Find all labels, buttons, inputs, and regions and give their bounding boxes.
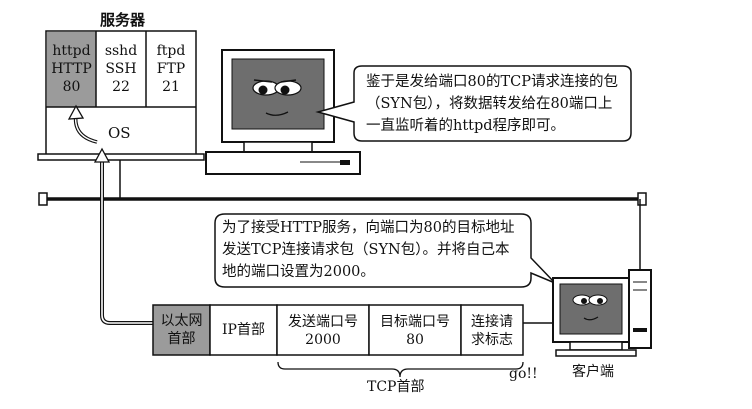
packet-dst-port-cell	[368, 304, 462, 356]
server-base	[37, 153, 205, 161]
httpd-cell-shade	[47, 32, 96, 107]
httpd-port: 80	[62, 79, 81, 95]
dst-port-name: 目标端口号	[380, 314, 450, 330]
client-bubble-line: 发送TCP连接请求包（SYN包）。并将自己本	[222, 242, 510, 258]
server-bubble-line: 一直监听着的httpd程序即可。	[366, 118, 566, 134]
server-box	[37, 30, 205, 199]
ftpd-port: 21	[162, 79, 180, 95]
packet	[152, 304, 524, 356]
client-bubble-line: 地的端口设置为2000。	[222, 264, 375, 280]
server-bubble-line: （SYN包），将数据转发给在80端口上	[366, 96, 613, 112]
os-label: OS	[108, 124, 131, 142]
server-computer-icon	[205, 49, 361, 175]
ftpd-protocol: FTP	[156, 61, 186, 77]
httpd-name: httpd	[52, 43, 91, 59]
ftpd-name: ftpd	[156, 43, 186, 59]
dst-port-label: 目标端口号 80	[369, 313, 461, 349]
tcp-header-label: TCP首部	[367, 379, 425, 395]
client-label: 客户端	[572, 364, 614, 380]
packet-src-port-cell	[276, 304, 370, 356]
syn-flag-line: 求标志	[471, 332, 513, 348]
server-bubble-line: 鉴于是发给端口80的TCP请求连接的包	[366, 74, 618, 90]
ip-header-label: IP首部	[222, 322, 265, 338]
httpd-cell: httpd HTTP 80	[47, 42, 96, 96]
tcp-header-brace	[277, 361, 524, 378]
client-bubble-line: 为了接受HTTP服务，向端口为80的目标地址	[222, 220, 515, 236]
httpd-protocol: HTTP	[51, 61, 92, 77]
client-bubble-text: 为了接受HTTP服务，向端口为80的目标地址 发送TCP连接请求包（SYN包）。…	[222, 217, 514, 283]
go-label: go!!	[509, 366, 538, 382]
sshd-cell: sshd SSH 22	[96, 42, 146, 96]
packet-path-arrow	[93, 147, 153, 325]
server-bubble-text: 鉴于是发给端口80的TCP请求连接的包 （SYN包），将数据转发给在80端口上 …	[366, 71, 618, 137]
ethernet-header-line: 以太网	[160, 313, 203, 329]
server-title: 服务器	[100, 11, 146, 29]
src-port-name: 发送端口号	[288, 314, 358, 330]
sshd-protocol: SSH	[105, 61, 137, 77]
sshd-name: sshd	[104, 43, 138, 59]
packet-ip-cell	[209, 304, 278, 356]
src-port-label: 发送端口号 2000	[277, 313, 369, 349]
src-port-value: 2000	[305, 332, 341, 348]
client-computer-icon	[552, 199, 652, 357]
ethernet-header-label: 以太网 首部	[153, 312, 210, 348]
ethernet-header-line: 首部	[167, 331, 196, 347]
packet-syn-cell	[460, 304, 524, 356]
bus-terminator-left	[38, 192, 48, 206]
sshd-port: 22	[112, 79, 130, 95]
ftpd-cell: ftpd FTP 21	[146, 42, 196, 96]
syn-flag-label: 连接请 求标志	[461, 313, 523, 349]
client-speech-bubble	[214, 213, 556, 288]
server-speech-bubble	[315, 65, 632, 142]
bus-terminator-right	[637, 192, 647, 206]
dst-port-value: 80	[406, 332, 424, 348]
syn-flag-line: 连接请	[471, 314, 513, 330]
